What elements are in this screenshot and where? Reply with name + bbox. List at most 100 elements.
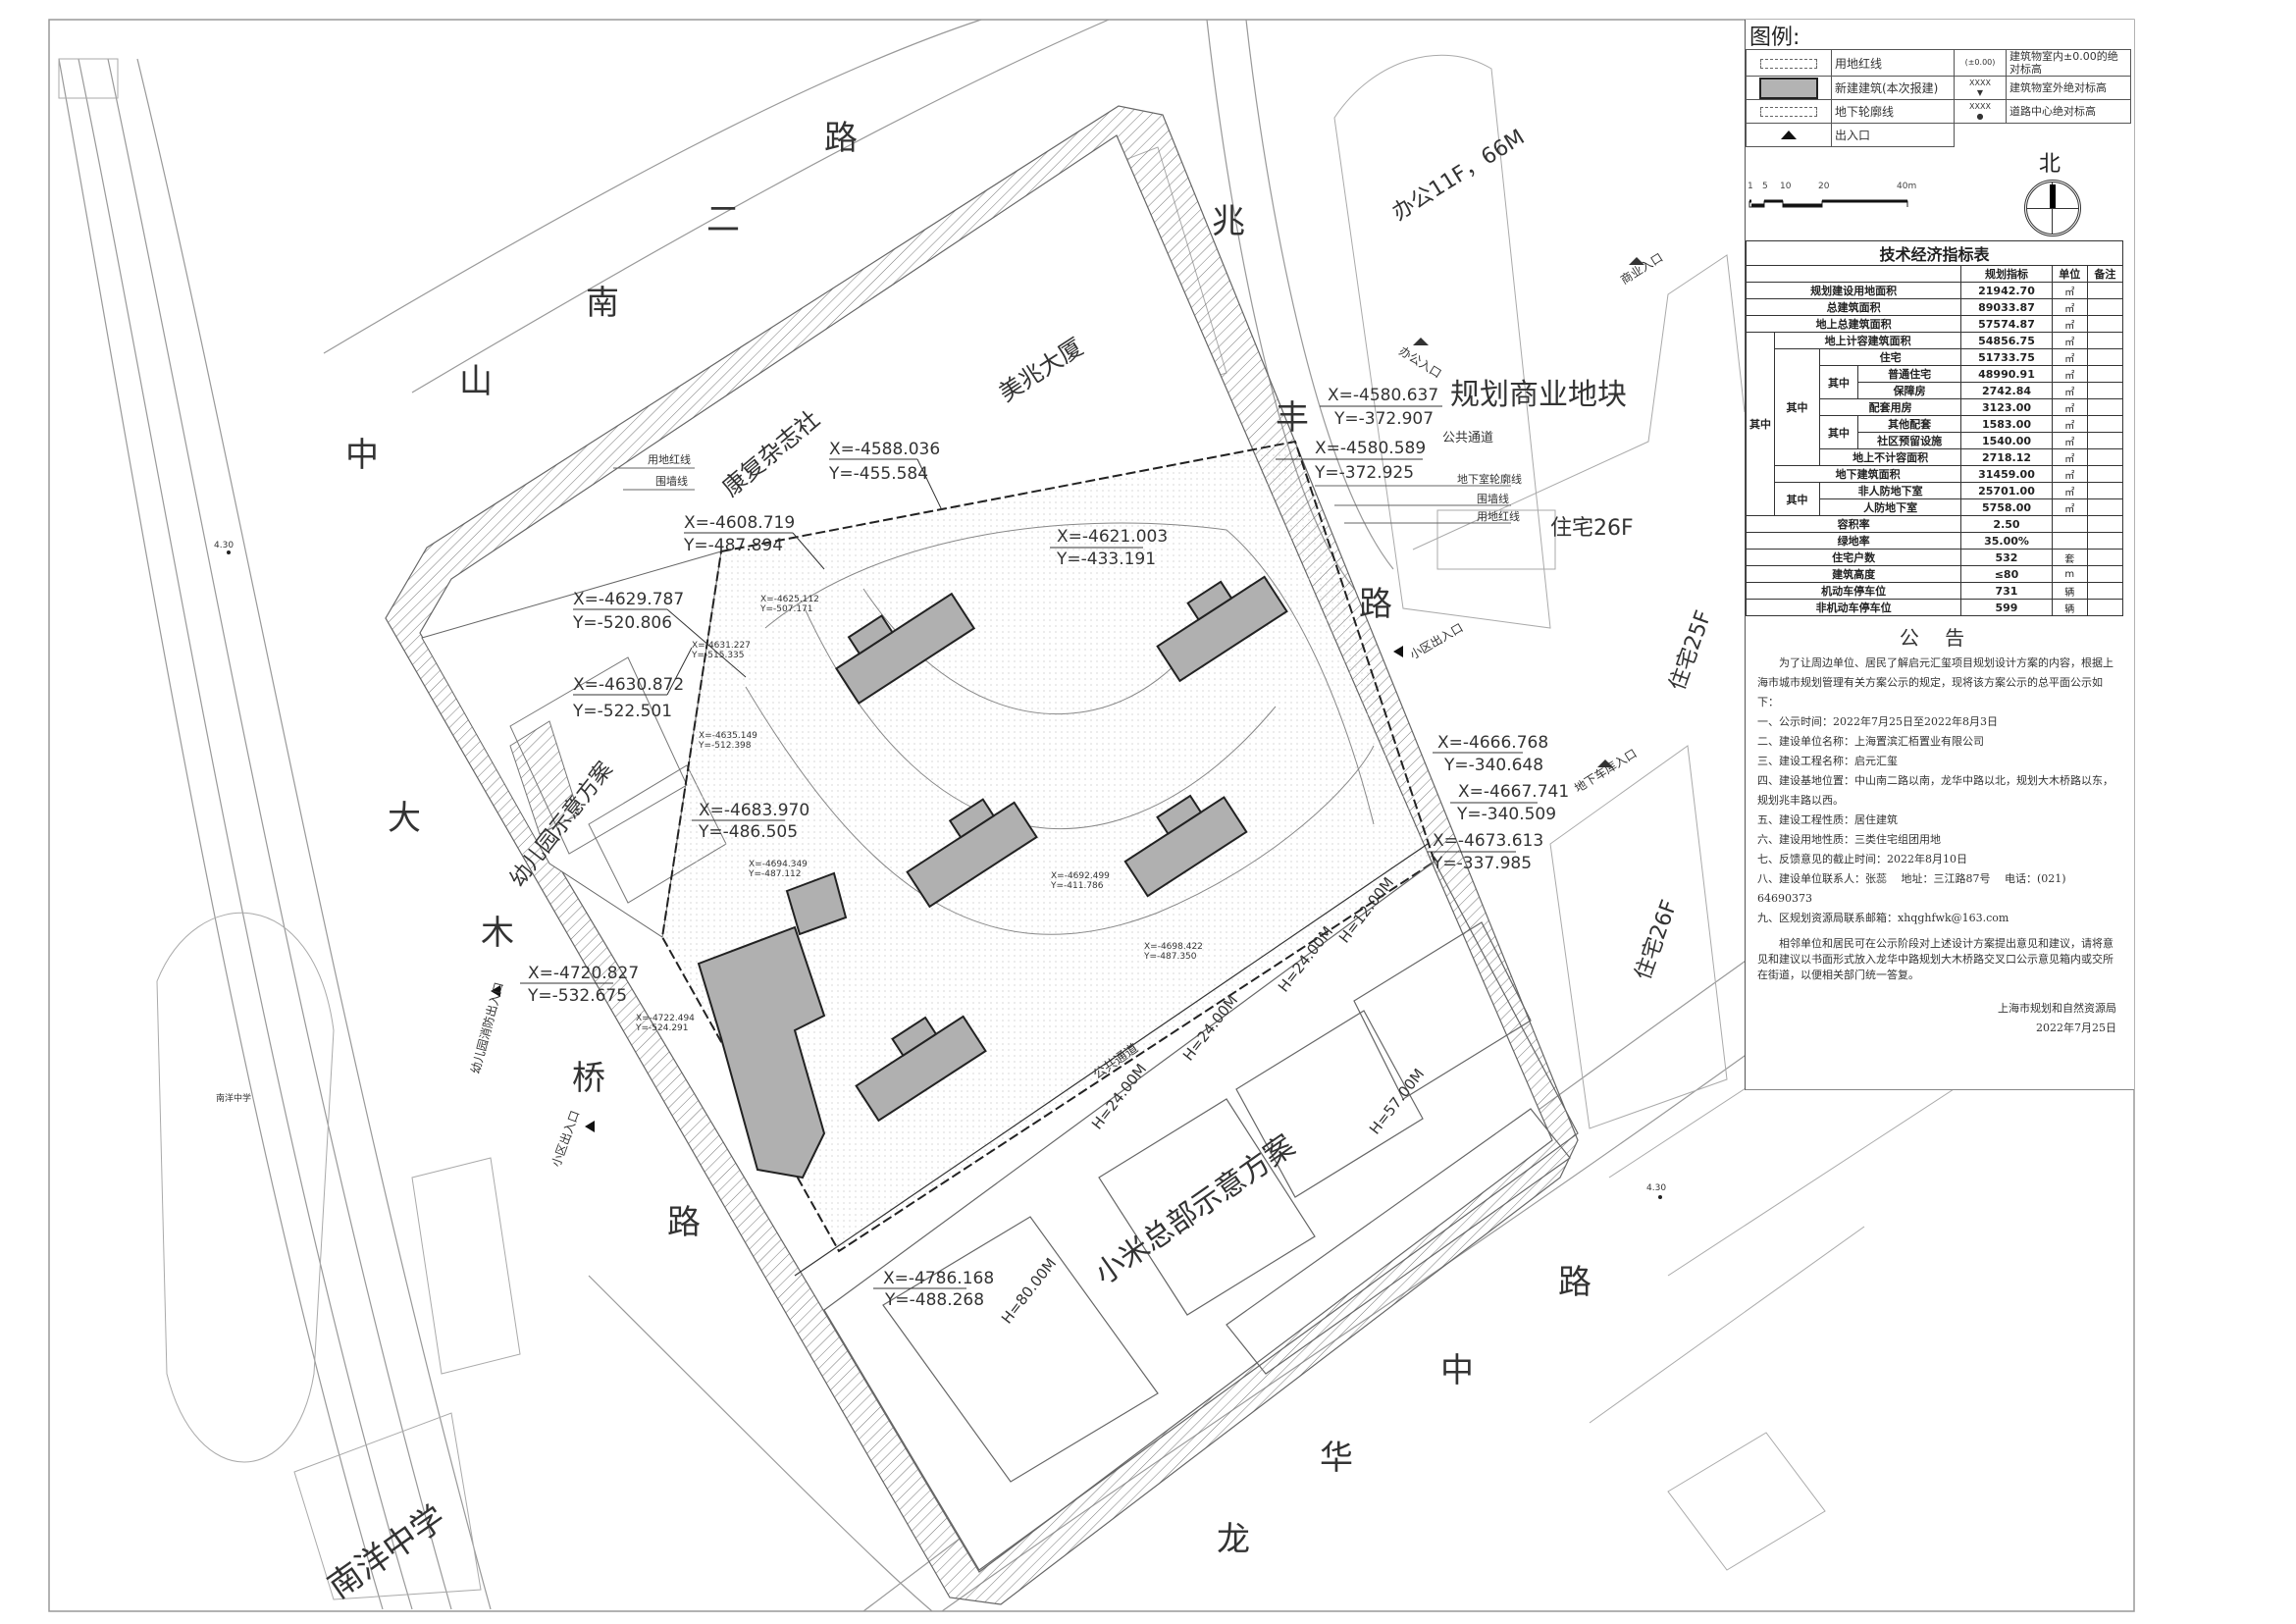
svg-text:兆: 兆 — [1212, 202, 1245, 241]
table-cell: 辆 — [2051, 599, 2088, 616]
table-cell: XXXX▼ — [1954, 76, 2007, 100]
svg-text:Y=-487.350: Y=-487.350 — [1143, 952, 1197, 962]
svg-text:X=-4580.637: X=-4580.637 — [1328, 386, 1438, 405]
scale-bar-graphic — [1748, 199, 1908, 208]
column-header: 规划指标 — [1960, 265, 2053, 283]
legend-title: 图例: — [1749, 26, 1800, 50]
svg-text:X=-4698.422: X=-4698.422 — [1144, 942, 1203, 952]
svg-text:X=-4722.494: X=-4722.494 — [636, 1014, 695, 1023]
table-cell — [2086, 582, 2124, 600]
svg-text:Y=-532.675: Y=-532.675 — [527, 986, 627, 1006]
column-header: 单位 — [2051, 265, 2088, 283]
table-cell: ㎡ — [2051, 282, 2088, 299]
label-nanyang-school-small: 南洋中学 — [216, 1092, 251, 1104]
svg-text:X=-4580.589: X=-4580.589 — [1315, 439, 1426, 458]
table-cell: 非机动车停车位 — [1745, 599, 1962, 616]
svg-text:Y=-515.335: Y=-515.335 — [691, 651, 745, 660]
svg-text:Y=-522.501: Y=-522.501 — [572, 702, 672, 721]
scale-label: 1 — [1748, 182, 1753, 191]
table-cell: 其中 — [1774, 482, 1820, 516]
svg-text:路: 路 — [824, 119, 858, 158]
legend-table: 用地红线 (±0.00) 建筑物室内±0.00的绝对标高 新建建筑(本次报建) … — [1746, 49, 2131, 147]
legend-label: 新建建筑(本次报建) — [1831, 76, 1955, 100]
svg-text:Y=-520.806: Y=-520.806 — [572, 613, 672, 633]
north-compass-icon — [2024, 180, 2081, 236]
table-cell: ㎡ — [2051, 482, 2088, 499]
svg-text:Y=-337.985: Y=-337.985 — [1432, 854, 1532, 873]
label-wall-line-east: 围墙线 — [1477, 492, 1509, 505]
table-cell — [1746, 49, 1832, 77]
svg-text:X=-4667.741: X=-4667.741 — [1458, 782, 1569, 802]
table-cell — [2086, 348, 2124, 366]
notice-item: 七、反馈意见的截止时间：2022年8月10日 — [1757, 853, 1967, 865]
elevation-mark: 4.30 — [214, 541, 234, 550]
notice-item: 九、区规划资源局联系邮箱：xhqghfwk@163.com — [1757, 912, 2009, 924]
building-2 — [1156, 575, 1288, 683]
legend-label: 用地红线 — [1831, 49, 1955, 77]
table-cell: 599 — [1960, 599, 2053, 616]
table-cell: ㎡ — [2051, 448, 2088, 466]
table-cell: 辆 — [2051, 582, 2088, 600]
table-cell — [2086, 565, 2124, 583]
elevation-mark: 4.30 — [1646, 1183, 1666, 1193]
new-buildings — [697, 575, 1288, 1179]
table-cell — [2086, 398, 2124, 416]
table-cell: 51733.75 — [1960, 348, 2053, 366]
table-cell — [2086, 432, 2124, 449]
table-cell: 57574.87 — [1960, 315, 2053, 333]
table-cell — [1746, 99, 1832, 124]
table-cell: 普通住宅 — [1856, 365, 1962, 383]
table-cell — [2086, 332, 2124, 349]
svg-text:X=-4786.168: X=-4786.168 — [883, 1269, 994, 1288]
svg-text:Y=-507.171: Y=-507.171 — [759, 604, 813, 614]
notice-closing: 相邻单位和居民可在公示阶段对上述设计方案提出意见和建议，请将意见和建议以书面形式… — [1757, 937, 2113, 981]
label-red-line-east: 用地红线 — [1477, 509, 1520, 523]
svg-text:华: 华 — [1320, 1439, 1353, 1478]
building-3 — [906, 798, 1038, 909]
table-cell: ㎡ — [2051, 365, 2088, 383]
svg-text:X=-4673.613: X=-4673.613 — [1433, 831, 1543, 851]
label-red-line: 用地红线 — [648, 452, 691, 466]
scale-label: 5 — [1762, 182, 1768, 191]
table-cell — [2086, 282, 2124, 299]
column-header: 备注 — [2086, 265, 2124, 283]
legend-symbol: (±0.00) — [1954, 49, 2007, 77]
table-cell: 89033.87 — [1960, 298, 2053, 316]
table-cell: 绿地率 — [1745, 532, 1962, 550]
svg-text:中: 中 — [1440, 1351, 1474, 1390]
label-basement-outline: 地下室轮廓线 — [1457, 472, 1522, 486]
building-small — [785, 871, 848, 936]
legend-label: 出入口 — [1831, 123, 1955, 147]
notice-item: 六、建设用地性质：三类住宅组团用地 — [1757, 833, 1941, 846]
svg-text:中: 中 — [345, 436, 379, 475]
road-name-zhaofeng: 兆 丰 路 — [1212, 202, 1392, 624]
table-cell — [2086, 315, 2124, 333]
svg-text:X=-4621.003: X=-4621.003 — [1057, 527, 1168, 547]
table-cell: 48990.91 — [1960, 365, 2053, 383]
table-cell: 其中 — [1774, 348, 1820, 466]
table-cell: ㎡ — [2051, 432, 2088, 449]
table-cell: 其中 — [1819, 415, 1858, 449]
svg-text:龙: 龙 — [1217, 1520, 1250, 1559]
table-cell: 地上计容建筑面积 — [1773, 332, 1962, 349]
scale-label: 40m — [1897, 182, 1917, 191]
svg-text:南: 南 — [586, 284, 619, 323]
table-cell — [2086, 382, 2124, 399]
notice-title: 公 告 — [1899, 626, 1975, 650]
table-cell: 其他配套 — [1856, 415, 1962, 433]
table-cell: m — [2051, 565, 2088, 583]
svg-text:X=-4635.149: X=-4635.149 — [699, 731, 757, 741]
table-cell: 其中 — [1746, 332, 1775, 516]
table-cell: ㎡ — [2051, 298, 2088, 316]
table-cell: 住宅户数 — [1745, 549, 1962, 566]
